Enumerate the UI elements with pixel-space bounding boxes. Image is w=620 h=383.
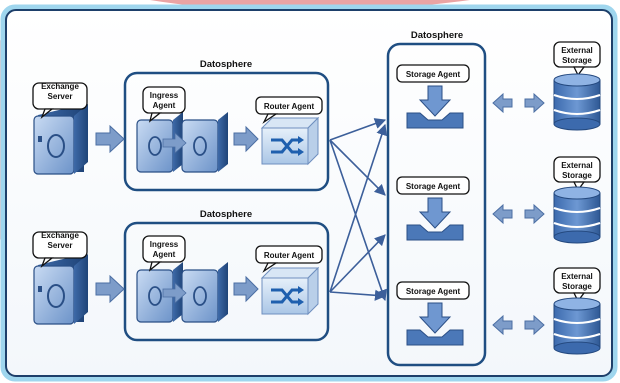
block-arrow-icon	[95, 274, 125, 304]
exchange-server-icon	[33, 104, 88, 175]
storage-agent-icon	[406, 197, 464, 241]
storage-agent-label: Storage Agent	[406, 287, 461, 296]
double-arrow-icon	[492, 203, 545, 225]
database-icon	[553, 186, 601, 244]
router-agent-callout: Router Agent	[255, 96, 323, 124]
outer-frame	[5, 9, 613, 377]
storage-agent-label: Storage Agent	[406, 70, 461, 79]
router-agent-label: Router Agent	[264, 102, 315, 111]
router-icon	[260, 266, 320, 316]
outer-frame-glow	[0, 4, 618, 382]
storage-agent-3: Storage Agent	[396, 281, 470, 346]
router-to-storage-connectors	[329, 118, 388, 302]
group-title-bottom: Datosphere	[200, 209, 252, 220]
group-title-storage: Datosphere	[411, 30, 463, 41]
double-arrow-icon	[492, 92, 545, 114]
router-agent-callout: Router Agent	[255, 245, 323, 273]
block-arrow-icon	[233, 125, 259, 153]
exchange-server-icon	[33, 254, 88, 325]
ingress-server-icon	[136, 112, 228, 173]
database-icon	[553, 297, 601, 355]
block-arrow-icon	[95, 124, 125, 154]
database-icon	[553, 73, 601, 131]
ingress-server-icon	[136, 262, 228, 323]
storage-agent-2: Storage Agent	[396, 176, 470, 241]
storage-agent-icon	[406, 302, 464, 346]
datosphere-box-bottom	[123, 221, 330, 342]
router-icon	[260, 116, 320, 166]
group-title-top: Datosphere	[200, 59, 252, 70]
storage-agent-icon	[406, 85, 464, 129]
storage-agent-1: Storage Agent	[396, 64, 470, 129]
storage-agent-label: Storage Agent	[406, 182, 461, 191]
double-arrow-icon	[492, 314, 545, 336]
block-arrow-icon	[233, 275, 259, 303]
datosphere-box-storage	[386, 42, 487, 367]
datosphere-box-top	[123, 71, 330, 192]
router-agent-label: Router Agent	[264, 251, 315, 260]
